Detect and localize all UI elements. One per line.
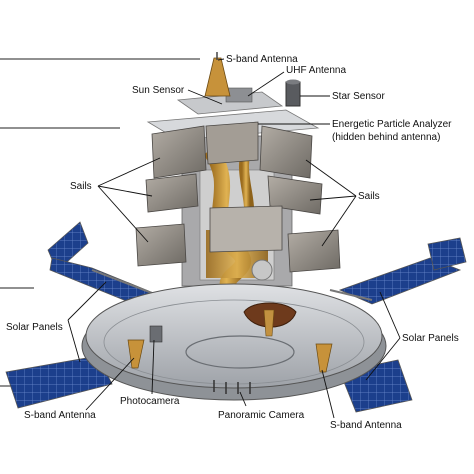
platform-fittings [127,325,333,394]
label-photocamera: Photocamera [120,396,180,407]
solar-panel-lower-left [5,355,113,409]
label-panoramic-camera: Panoramic Camera [218,410,305,421]
label-solar-panels-right: Solar Panels [402,333,459,344]
label-uhf-antenna: UHF Antenna [286,65,346,76]
s-band-antenna-top [204,52,231,97]
label-energetic-particle-analyzer: Energetic Particle Analyzer [332,119,452,130]
label-sails-right: Sails [358,191,380,202]
sails-upper [145,121,323,215]
label-epa-note: (hidden behind antenna) [332,132,440,143]
label-solar-panels-left: Solar Panels [6,322,63,333]
margin-rules [0,58,200,387]
star-sensor [285,79,301,107]
label-sun-sensor: Sun Sensor [132,85,185,96]
sails-lower [135,205,341,273]
main-platform [81,283,387,401]
label-sails-left: Sails [70,181,92,192]
solar-panel-upper-right [338,237,467,305]
label-s-band-antenna-top: S-band Antenna [226,54,298,65]
label-s-band-antenna-left: S-band Antenna [24,410,96,421]
label-s-band-antenna-right: S-band Antenna [330,420,402,431]
label-star-sensor: Star Sensor [332,91,385,102]
leader-lines [67,58,401,419]
